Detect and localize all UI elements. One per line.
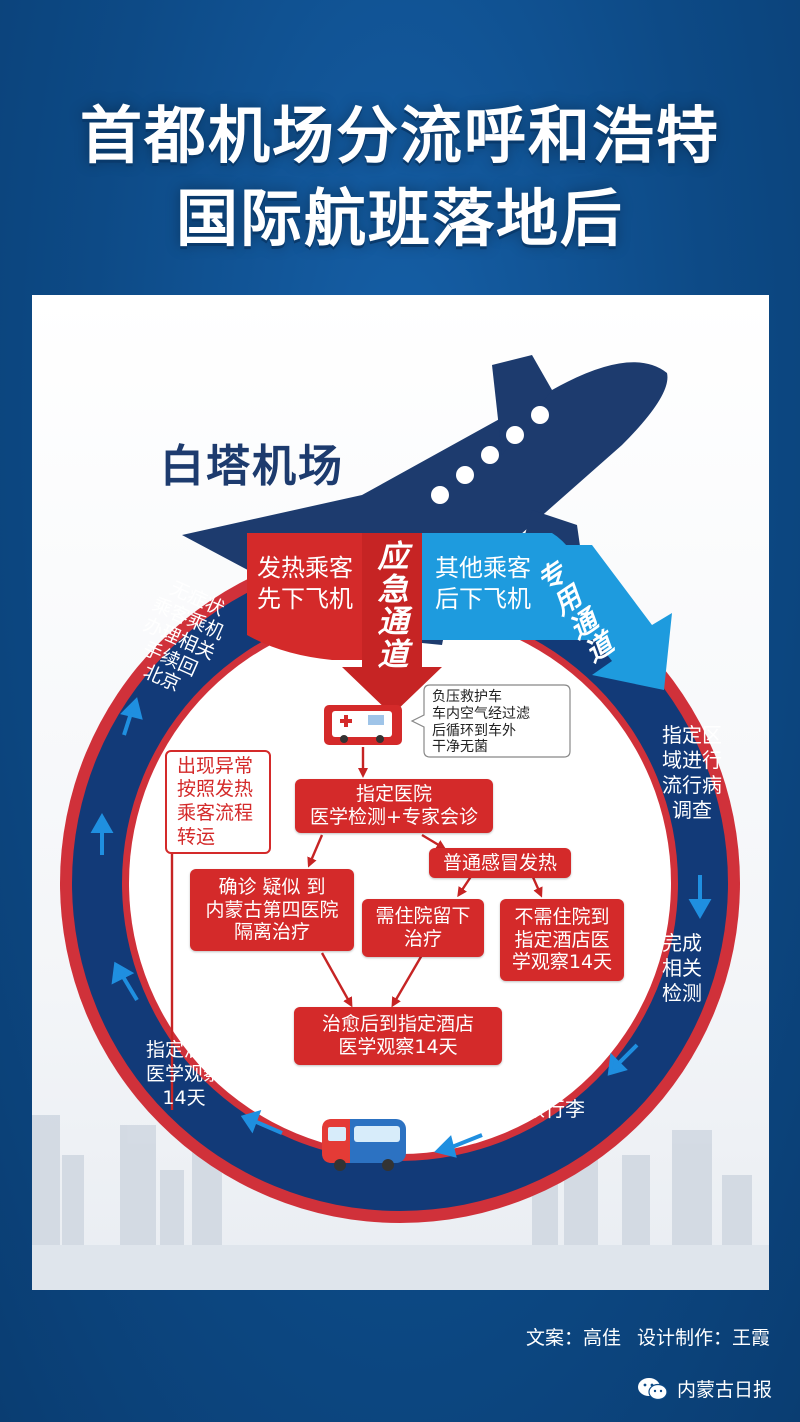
emergency-block <box>362 533 422 660</box>
ring-label-testing: 完成相关检测 <box>662 931 702 1005</box>
wechat-icon <box>637 1377 668 1400</box>
bus-icon <box>322 1119 406 1171</box>
credits: 文案：高佳设计制作：王霞 <box>510 1323 770 1350</box>
ambulance-note: 负压救护车 车内空气经过滤 后循环到车外 干净无菌 <box>432 689 530 756</box>
title-line-2: 国际航班落地后 <box>175 182 624 255</box>
diagram-canvas <box>32 355 769 1290</box>
fever-passengers-label: 发热乘客先下飞机 <box>257 554 353 614</box>
ground-haze <box>32 1245 769 1290</box>
credit-copy: 文案：高佳 <box>525 1327 621 1349</box>
ring-label-epidemiology: 指定区域进行流行病调查 <box>662 723 722 822</box>
other-passengers-label: 其他乘客后下飞机 <box>435 554 531 614</box>
confirmed-box: 确诊 疑似 到内蒙古第四医院隔离治疗 <box>190 869 354 951</box>
fever-block <box>247 533 362 660</box>
common-cold-box: 普通感冒发热 <box>429 848 571 878</box>
no-hospital-box: 不需住院到指定酒店医学观察14天 <box>500 899 624 981</box>
credit-design: 设计制作：王霞 <box>636 1327 770 1349</box>
dedicated-arrow <box>547 545 672 690</box>
title-line-1: 首都机场分流呼和浩特 <box>79 99 720 172</box>
recovered-box: 治愈后到指定酒店医学观察14天 <box>294 1007 502 1065</box>
ambulance-icon <box>324 705 402 745</box>
ring-arrows <box>90 697 712 1158</box>
need-hospital-box: 需住院留下治疗 <box>362 899 484 957</box>
airport-label: 白塔机场 <box>160 441 344 492</box>
emergency-arrow <box>342 640 442 715</box>
emergency-channel-label: 应急通道 <box>377 539 409 673</box>
diagram-panel: 白塔机场 发热乘客先下飞机 应急通道 其他乘客后下飞机 专用通道 负压救护车 车… <box>32 295 769 1290</box>
ambulance-note-bubble <box>410 684 571 758</box>
source-name: 内蒙古日报 <box>676 1379 772 1401</box>
ring-label-baggage: 取行李 <box>525 1097 585 1121</box>
source: 内蒙古日报 <box>637 1375 772 1402</box>
abnormal-box: 出现异常按照发热乘客流程转运 <box>165 750 271 854</box>
hospital-box: 指定医院医学检测+专家会诊 <box>295 779 493 833</box>
